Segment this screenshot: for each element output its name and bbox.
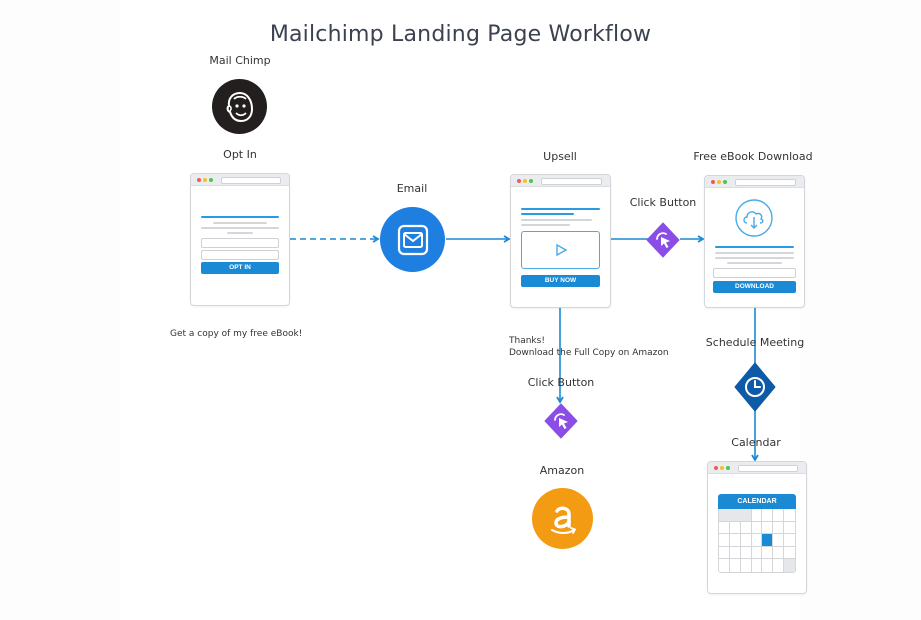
free-ebook-label: Free eBook Download <box>693 150 813 163</box>
schedule-meeting-label: Schedule Meeting <box>705 336 805 349</box>
calendar-day-cell[interactable] <box>773 521 785 535</box>
url-bar <box>738 465 798 472</box>
text-line <box>715 252 794 254</box>
headline-line <box>521 208 600 210</box>
cursor-click-icon[interactable] <box>646 222 680 258</box>
calendar-day-cell[interactable] <box>751 521 763 535</box>
text-line <box>213 222 267 224</box>
calendar-day-cell[interactable] <box>773 546 785 560</box>
calendar-day-cell[interactable] <box>751 534 763 547</box>
amazon-label: Amazon <box>539 464 585 477</box>
text-line <box>727 262 782 264</box>
cloud-download-icon <box>735 199 773 237</box>
email-label: Email <box>396 182 428 195</box>
upsell-caption: Thanks! Download the Full Copy on Amazon <box>509 335 669 359</box>
mailchimp-label: Mail Chimp <box>209 54 271 67</box>
calendar-day-cell[interactable] <box>751 559 763 572</box>
calendar-day-cell[interactable] <box>784 534 795 547</box>
upsell-caption-line1: Thanks! <box>509 336 545 346</box>
browser-bar <box>705 176 804 188</box>
calendar-day-cell[interactable] <box>719 546 730 560</box>
calendar-day-cell[interactable] <box>784 521 795 535</box>
email-field[interactable] <box>201 250 279 260</box>
calendar-day-cell[interactable] <box>784 546 795 560</box>
text-line <box>715 257 794 259</box>
calendar-day-cell[interactable] <box>751 509 763 522</box>
calendar-day-cell[interactable] <box>740 546 752 560</box>
calendar-day-cell[interactable] <box>751 546 763 560</box>
envelope-glyph <box>397 224 428 255</box>
cursor-click-icon[interactable] <box>544 403 578 439</box>
calendar-day-cell[interactable] <box>729 521 741 535</box>
calendar-day-cell[interactable] <box>719 559 730 572</box>
calendar-day-cell[interactable] <box>740 559 752 572</box>
browser-bar <box>511 175 610 187</box>
opt-in-button[interactable]: OPT IN <box>201 262 279 274</box>
calendar-grid <box>718 509 796 573</box>
headline-line <box>715 246 794 248</box>
opt-in-label: Opt In <box>223 148 257 161</box>
free-ebook-page[interactable]: DOWNLOAD <box>704 175 805 308</box>
upsell-caption-line2: Download the Full Copy on Amazon <box>509 348 669 358</box>
amazon-a-glyph <box>550 506 576 534</box>
calendar-header: CALENDAR <box>718 494 796 509</box>
chimp-head-icon <box>226 91 253 122</box>
text-line <box>227 232 253 234</box>
click-button-2-label: Click Button <box>527 376 595 389</box>
url-bar <box>541 178 602 185</box>
calendar-day-cell[interactable] <box>762 521 774 535</box>
upsell-label: Upsell <box>543 150 577 163</box>
calendar-day-cell[interactable] <box>740 534 752 547</box>
calendar-day-cell[interactable] <box>740 521 752 535</box>
email-field[interactable] <box>713 268 796 278</box>
calendar-day-cell[interactable] <box>719 521 730 535</box>
url-bar <box>735 179 796 186</box>
calendar-day-cell[interactable] <box>740 509 752 522</box>
diagram-title: Mailchimp Landing Page Workflow <box>269 22 652 47</box>
calendar-day-cell[interactable] <box>773 509 785 522</box>
video-player[interactable] <box>521 231 600 269</box>
browser-bar <box>708 462 806 474</box>
play-icon <box>555 243 567 257</box>
calendar-day-cell[interactable] <box>773 534 785 547</box>
clock-icon[interactable] <box>734 362 776 412</box>
calendar-day-cell[interactable] <box>729 546 741 560</box>
upsell-page[interactable]: BUY NOW <box>510 174 611 308</box>
buy-now-button[interactable]: BUY NOW <box>521 275 600 287</box>
opt-in-page[interactable]: OPT IN <box>190 173 290 306</box>
calendar-day-cell[interactable] <box>729 509 741 522</box>
name-field[interactable] <box>201 238 279 248</box>
calendar-day-cell[interactable] <box>719 509 730 522</box>
browser-bar <box>191 174 289 186</box>
url-bar <box>221 177 281 184</box>
headline-line <box>521 213 574 215</box>
calendar-day-cell[interactable] <box>784 559 795 572</box>
text-line <box>521 219 592 221</box>
calendar-day-cell[interactable] <box>729 534 741 547</box>
envelope-icon[interactable] <box>380 207 445 272</box>
mailchimp-logo-icon[interactable] <box>212 79 267 134</box>
headline-line <box>201 216 279 218</box>
click-button-1-label: Click Button <box>629 196 697 209</box>
text-line <box>201 227 279 229</box>
text-line <box>521 224 570 226</box>
amazon-logo-icon[interactable] <box>532 488 593 549</box>
opt-in-caption: Get a copy of my free eBook! <box>170 329 303 339</box>
calendar-label: Calendar <box>731 436 781 449</box>
download-button[interactable]: DOWNLOAD <box>713 281 796 293</box>
calendar-day-cell[interactable] <box>762 546 774 560</box>
calendar-day-cell[interactable] <box>729 559 741 572</box>
calendar-day-cell[interactable] <box>773 559 785 572</box>
calendar-selected-day[interactable] <box>762 534 774 547</box>
calendar-day-cell[interactable] <box>762 559 774 572</box>
calendar-day-cell[interactable] <box>762 509 774 522</box>
calendar-day-cell[interactable] <box>719 534 730 547</box>
calendar-day-cell[interactable] <box>784 509 795 522</box>
calendar-page[interactable]: CALENDAR <box>707 461 807 594</box>
